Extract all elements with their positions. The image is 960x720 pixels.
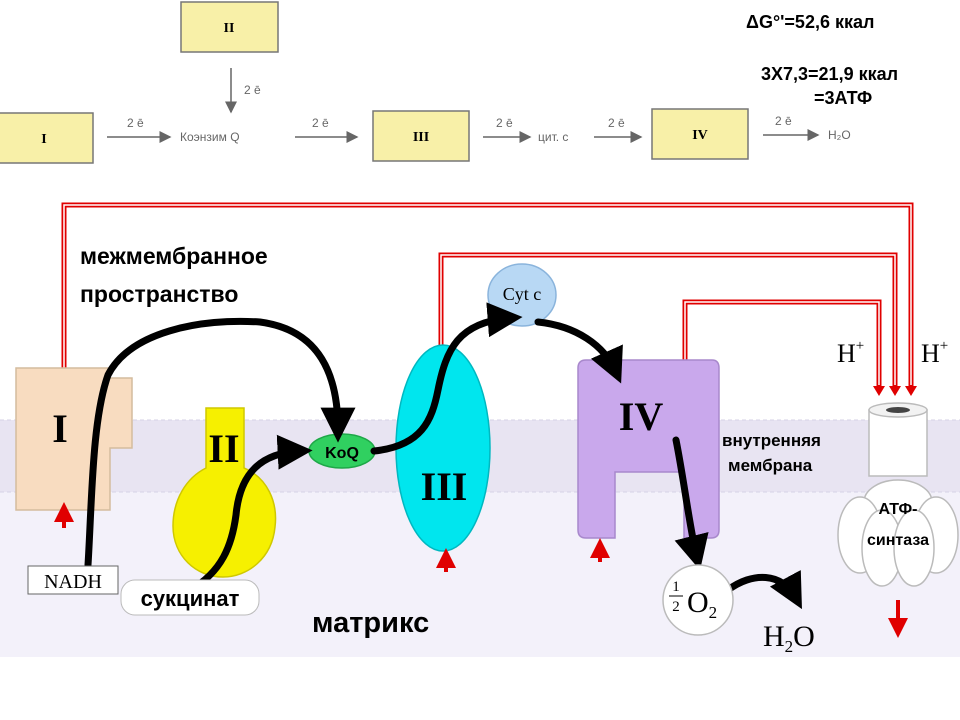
inner-membrane-label-1: внутренняя <box>722 431 821 450</box>
electron-path-succinate-to-koq <box>186 434 313 594</box>
chain-box-IV-label: IV <box>692 128 708 143</box>
electron-flow <box>84 302 802 610</box>
atp-equivalent: =3АТФ <box>814 88 872 108</box>
oxygen-fraction-numerator: 1 <box>672 579 680 595</box>
complex-I-label: I <box>52 406 68 451</box>
matrix-label: матрикс <box>312 607 429 639</box>
h2o-chain-label: H₂O <box>828 128 851 142</box>
chain-box-III <box>372 110 470 162</box>
electron-path-o2-to-h2o <box>724 569 802 610</box>
chain-box-I-label: I <box>41 132 46 147</box>
oxygen-circle <box>662 564 734 636</box>
chain-box-II-label: II <box>224 21 235 36</box>
nadh-label: NADH <box>44 571 102 593</box>
coenzyme-q-label: KoQ <box>325 445 359 462</box>
cytochrome-c-label: Cyt c <box>503 284 542 304</box>
atp-synthase-label-2: синтаза <box>867 532 929 549</box>
electron-pair-label: 2 ē <box>244 83 261 97</box>
electron-path-koq-to-cytc <box>370 302 523 455</box>
proton-pathways-inner <box>63 204 912 385</box>
atp-calculation: 3X7,3=21,9 ккал <box>761 64 898 84</box>
chain-box-I <box>0 112 94 164</box>
energy-annotations: ΔG°'=52,6 ккал 3X7,3=21,9 ккал =3АТФ <box>746 12 898 108</box>
complex-II-label: II <box>208 426 239 471</box>
electron-pair-label: 2 ē <box>775 114 792 128</box>
top-chain: II 2 ē I 2 ē Коэнзим Q 2 ē III 2 ē цит. … <box>0 1 851 164</box>
proton-entry-arrowheads <box>873 386 917 396</box>
inner-membrane-label-2: мембрана <box>728 456 813 475</box>
complex-IV-label: IV <box>619 394 664 439</box>
atp-synthase <box>837 402 959 587</box>
electron-path-IV-to-o2 <box>672 436 709 571</box>
electron-pair-label: 2 ē <box>496 116 513 130</box>
electron-pair-label: 2 ē <box>312 116 329 130</box>
delta-g-label: ΔG°'=52,6 ккал <box>746 12 874 32</box>
matrix-region <box>0 492 960 657</box>
atp-synthase-label-1: АТФ- <box>879 501 918 518</box>
intermembrane-space-label-2: пространство <box>80 281 238 307</box>
electron-path-nadh-to-koq <box>84 317 356 569</box>
proton-label-right: H+ <box>921 338 948 368</box>
succinate-label: сукцинат <box>141 586 240 611</box>
nadh-box <box>27 565 119 595</box>
water-product-label: H2O <box>763 620 815 656</box>
complex-II <box>172 407 277 578</box>
chain-box-III-label: III <box>413 130 429 145</box>
atp-synthase-head <box>837 479 959 587</box>
chain-box-II <box>180 1 279 53</box>
electron-pair-label: 2 ē <box>608 116 625 130</box>
complex-III-label: III <box>421 464 468 509</box>
intermembrane-space-label-1: межмембранное <box>80 243 268 269</box>
oxygen-fraction-denominator: 2 <box>672 599 680 615</box>
oxygen-symbol: O2 <box>687 586 717 622</box>
atp-synthase-stalk <box>868 409 928 477</box>
matrix-proton-arrows <box>54 502 908 638</box>
electron-pair-label: 2 ē <box>127 116 144 130</box>
proton-label-left: H+ <box>837 338 864 368</box>
electron-path-cytc-to-IV <box>534 318 623 384</box>
succinate-box <box>120 579 260 616</box>
cyt-c-label: цит. с <box>538 130 568 144</box>
coenzyme-q-label: Коэнзим Q <box>180 130 240 144</box>
chain-box-IV <box>651 108 749 160</box>
